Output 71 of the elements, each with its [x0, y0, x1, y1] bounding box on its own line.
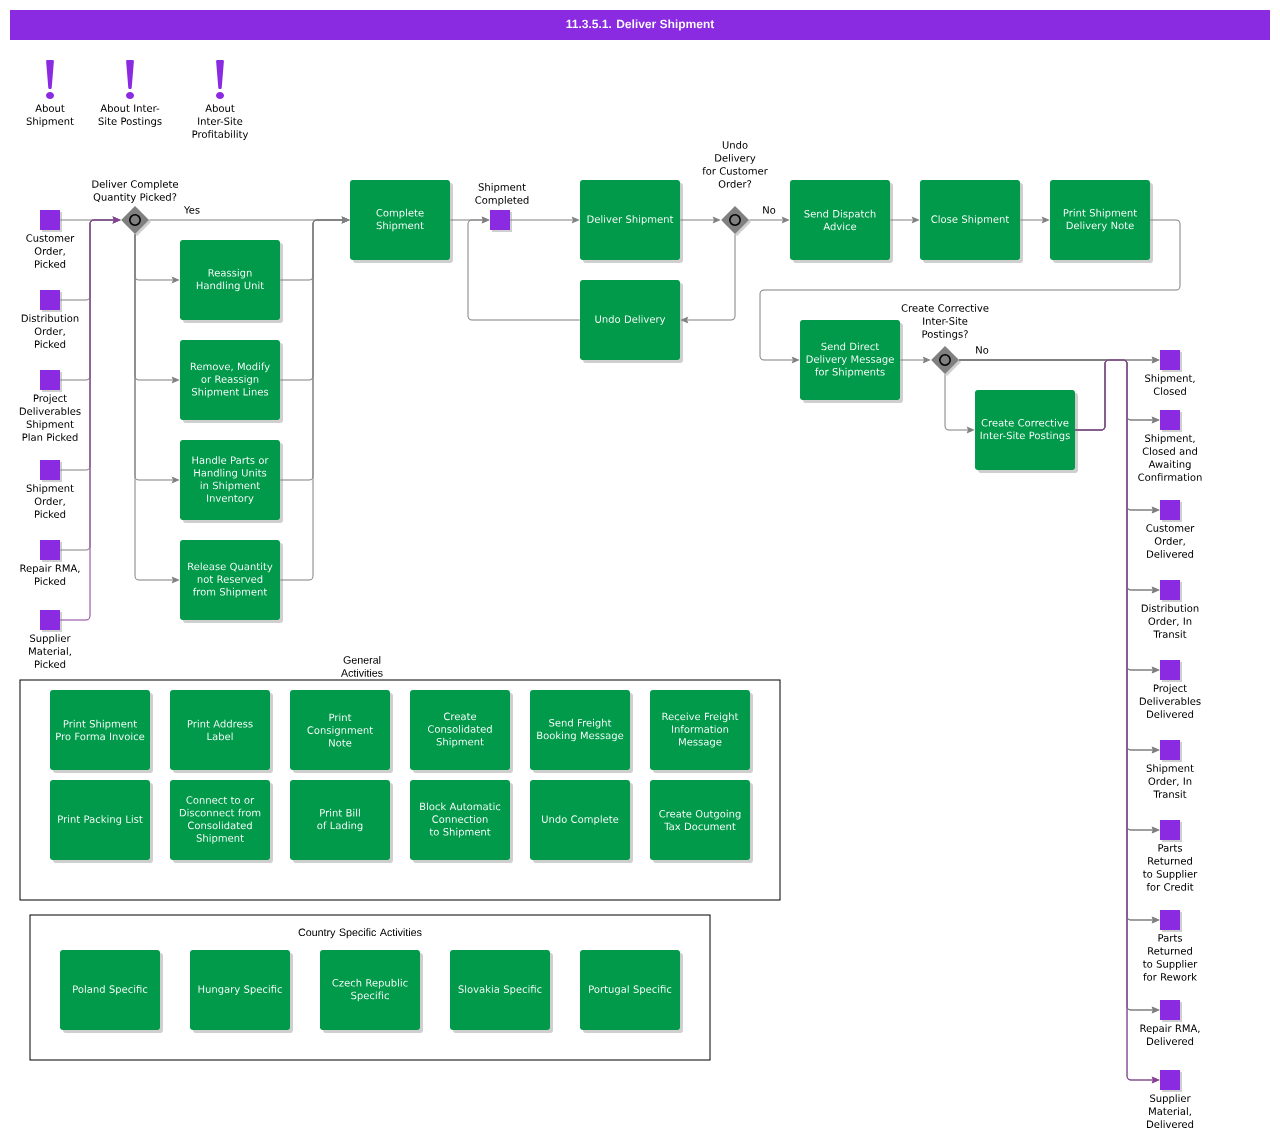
arrow	[681, 233, 736, 323]
activity-box: Block Automatic Connection to Shipment	[410, 780, 513, 863]
activity-box: Send Freight Booking Message	[530, 690, 633, 773]
activity-box: Handle Parts or Handling Units in Shipment Inventory	[180, 440, 283, 523]
arrow	[509, 217, 579, 223]
activity-box: Hungary Specific	[190, 950, 293, 1033]
event-label: Shipment Order, Picked	[26, 484, 74, 518]
arrow	[899, 357, 930, 363]
event-label: Project Deliverables Delivered	[1139, 684, 1201, 718]
activity-box: Create Outgoing Tax Document	[650, 780, 753, 863]
event-label: Parts Returned to Supplier for Rework	[1143, 934, 1198, 981]
activity-box: Print Shipment Pro Forma Invoice	[50, 690, 153, 773]
activity-box: Poland Specific	[60, 950, 163, 1033]
edge-label: Yes	[182, 204, 202, 216]
activity-box: Complete Shipment	[350, 180, 453, 263]
arrow	[279, 217, 349, 581]
event-label: Customer Order, Picked	[26, 234, 75, 268]
activity-box: Send Dispatch Advice	[790, 180, 893, 263]
event-label: Shipment Order, In Transit	[1146, 764, 1194, 798]
activity-box: Receive Freight Information Message	[650, 690, 753, 773]
activity-box: Portugal Specific	[580, 950, 683, 1033]
event-label: Supplier Material, Delivered	[1147, 1094, 1194, 1128]
activity-box: Connect to or Disconnect from Consolidated Shipment	[170, 780, 273, 863]
activity-box: Print Consignment Note	[290, 690, 393, 773]
arrow	[59, 217, 120, 621]
activity-box: Print Packing List	[50, 780, 153, 863]
event-label: Shipment Completed	[475, 183, 529, 206]
activity-box: Undo Complete	[530, 780, 633, 863]
edge-label: No	[973, 344, 991, 356]
event-label: Distribution Order, In Transit	[1141, 604, 1199, 638]
event-label: Project Deliverables Shipment Plan Picked	[19, 394, 81, 441]
activity-box: Create Consolidated Shipment	[410, 690, 513, 773]
arrow	[467, 217, 581, 321]
arrow	[944, 373, 974, 433]
event-label: Supplier Material, Picked	[29, 634, 71, 668]
event-label: Shipment, Closed and Awaiting Confirmation	[1138, 434, 1202, 481]
gateway-label: Undo Delivery for Customer Order?	[702, 141, 768, 188]
info-label: About Shipment	[26, 104, 74, 127]
activity-box: Czech Republic Specific	[320, 950, 423, 1033]
activity-box: Slovakia Specific	[450, 950, 553, 1033]
activity-box: Print Address Label	[170, 690, 273, 773]
arrow	[759, 219, 1181, 363]
info-label: About Inter-Site Profitability	[192, 104, 249, 140]
arrow	[748, 217, 789, 223]
event-label: Parts Returned to Supplier for Credit	[1143, 844, 1198, 891]
activity-box: Remove, Modify or Reassign Shipment Lines	[180, 340, 283, 423]
edge-label: No	[760, 204, 778, 216]
activity-box: Close Shipment	[920, 180, 1023, 263]
event-label: Repair RMA, Picked	[20, 564, 80, 585]
group-heading: Country Specific Activities	[298, 928, 422, 939]
activity-box: Deliver Shipment	[580, 180, 683, 263]
title-bar: 11.3.5.1. Deliver Shipment	[10, 10, 1270, 40]
arrow	[134, 233, 179, 583]
activity-box: Send Direct Delivery Message for Shipments	[800, 320, 903, 403]
arrow	[679, 217, 720, 223]
arrow	[889, 217, 919, 223]
arrow	[1019, 217, 1049, 223]
activity-box: Release Quantity not Reserved from Shipment	[180, 540, 283, 623]
event-label: Customer Order, Delivered	[1146, 524, 1195, 558]
gateway-label: Deliver Complete Quantity Picked?	[92, 180, 179, 203]
activity-box: Create Corrective Inter-Site Postings	[975, 390, 1078, 473]
event-label: Shipment, Closed	[1145, 374, 1195, 395]
event-label: Repair RMA, Delivered	[1140, 1024, 1200, 1045]
activity-box: Print Shipment Delivery Note	[1050, 180, 1153, 263]
activity-box: Reassign Handling Unit	[180, 240, 283, 323]
activity-box: Undo Delivery	[580, 280, 683, 363]
activity-box: Print Bill of Lading	[290, 780, 393, 863]
gateway-label: Create Corrective Inter-Site Postings?	[901, 304, 989, 340]
group-heading: General Activities	[341, 655, 383, 677]
event-label: Distribution Order, Picked	[21, 314, 79, 348]
info-label: About Inter-Site Postings	[98, 104, 162, 127]
